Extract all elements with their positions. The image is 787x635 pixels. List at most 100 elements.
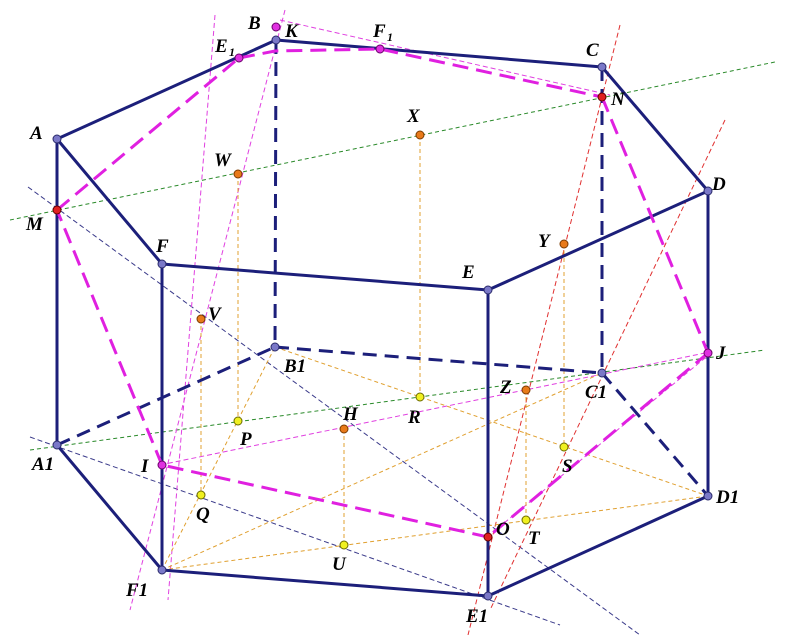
vertex-B1 <box>270 342 280 352</box>
label-F1: F1 <box>125 580 148 601</box>
sec-I-M <box>55 209 164 466</box>
diag-F1-D1 <box>161 495 709 571</box>
vertex-E <box>483 285 493 295</box>
label-J: J <box>715 343 726 364</box>
label-E1s-sub: 1 <box>229 45 235 59</box>
edge-K-B1 <box>273 39 278 348</box>
red-line-2 <box>489 119 726 611</box>
navy-line-1 <box>27 186 641 635</box>
point-I <box>157 460 167 470</box>
label-H: H <box>342 404 359 425</box>
vertex-K <box>271 35 281 45</box>
vertex-D1 <box>703 491 713 501</box>
label-X: X <box>406 106 421 127</box>
label-W: W <box>214 150 232 171</box>
vertex-F1 <box>157 565 167 575</box>
label-C: C <box>586 40 599 61</box>
magenta-line-3 <box>279 19 611 96</box>
vertex-A <box>52 134 62 144</box>
label-O: O <box>496 519 510 540</box>
label-A1: A1 <box>31 454 54 475</box>
label-V: V <box>208 304 222 325</box>
sec-N-J <box>600 96 710 354</box>
point-F1s <box>375 44 385 54</box>
green-line-upper <box>9 61 776 221</box>
point-P <box>233 416 243 426</box>
point-Q <box>196 490 206 500</box>
label-D: D <box>711 174 726 195</box>
green-line-lower <box>29 349 766 451</box>
diag-B1-D1 <box>274 346 709 497</box>
label-B: B <box>247 13 261 34</box>
top-face-visible <box>55 38 710 292</box>
point-M <box>52 205 62 215</box>
label-F1s: F <box>372 21 386 42</box>
point-J <box>703 348 713 358</box>
magenta-line-2 <box>167 14 216 601</box>
point-O <box>483 532 493 542</box>
label-D1: D1 <box>715 487 739 508</box>
label-E1: E1 <box>465 606 488 627</box>
label-F: F <box>155 236 169 257</box>
vertex-F <box>157 259 167 269</box>
construction-lines <box>9 9 776 635</box>
label-Y: Y <box>538 231 552 252</box>
point-X <box>415 130 425 140</box>
label-A: A <box>29 123 43 144</box>
vertex-C1 <box>597 368 607 378</box>
vertices <box>52 35 713 601</box>
label-N: N <box>610 89 626 110</box>
point-T <box>521 515 531 525</box>
vertex-D <box>703 186 713 196</box>
magenta-points <box>157 22 713 470</box>
label-Q: Q <box>196 504 210 525</box>
sec-top-curve <box>238 47 603 99</box>
diag-F1-C1 <box>161 372 603 571</box>
point-R <box>415 392 425 402</box>
vertex-C <box>597 62 607 72</box>
edge-B1-C1 <box>274 345 603 375</box>
label-Z: Z <box>499 377 512 398</box>
point-N <box>597 92 607 102</box>
label-I: I <box>140 456 149 477</box>
label-K: K <box>284 21 299 42</box>
orange-points <box>196 130 569 434</box>
label-S: S <box>562 456 573 477</box>
vertex-A1 <box>52 440 62 450</box>
label-E1s: E <box>214 36 228 57</box>
label-T: T <box>528 528 541 549</box>
sec-M-E1s <box>56 56 240 212</box>
red-line-1 <box>467 24 621 635</box>
magenta-line-5 <box>497 353 711 529</box>
section-polygon <box>55 47 710 539</box>
point-E1s <box>234 53 244 63</box>
label-R: R <box>407 407 421 428</box>
point-W <box>233 169 243 179</box>
hidden-edges <box>56 39 710 497</box>
point-Y <box>559 239 569 249</box>
label-E: E <box>461 262 475 283</box>
red-points <box>52 92 607 542</box>
yellow-points <box>196 392 569 550</box>
vertex-E1 <box>483 591 493 601</box>
label-U: U <box>332 554 347 575</box>
edge-A1-B1 <box>56 345 276 447</box>
label-C1: C1 <box>585 382 607 403</box>
point-S <box>559 442 569 452</box>
label-B1: B1 <box>283 356 306 377</box>
point-B <box>271 22 281 32</box>
label-M: M <box>25 214 44 235</box>
bottom-face-visible <box>55 444 709 598</box>
sec-O-I <box>161 463 489 539</box>
point-V <box>196 314 206 324</box>
point-H <box>339 424 349 434</box>
projection-lines <box>161 135 709 571</box>
point-U <box>339 540 349 550</box>
point-labels: A B K E 1 F 1 C N D X W M F E Y V B1 J Z… <box>25 13 739 627</box>
magenta-line-1 <box>129 9 286 611</box>
edge-C1-D1 <box>600 372 710 497</box>
label-F1s-sub: 1 <box>387 30 393 44</box>
point-Z <box>521 385 531 395</box>
